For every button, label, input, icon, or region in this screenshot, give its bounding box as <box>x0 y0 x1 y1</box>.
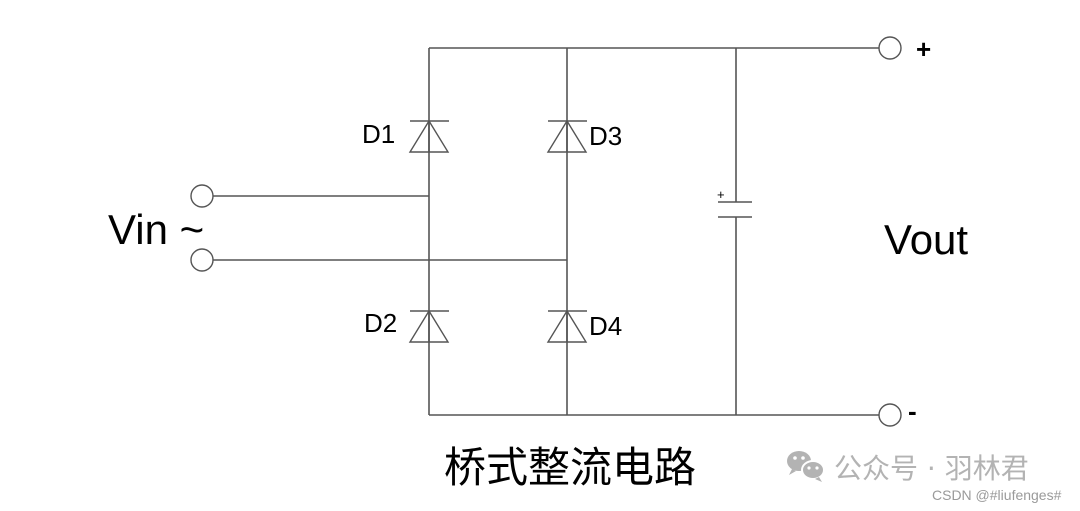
diode-d3-label: D3 <box>589 121 622 151</box>
output-terminal-positive <box>878 36 902 60</box>
diode-d1-label: D1 <box>362 119 395 149</box>
output-positive-sign: + <box>916 34 931 64</box>
capacitor-polarity-label: + <box>717 187 725 202</box>
output-terminal-negative <box>878 403 902 427</box>
diode-d2-label: D2 <box>364 308 397 338</box>
wechat-icon <box>787 451 825 482</box>
diode-d1 <box>408 119 450 153</box>
capacitor: + <box>717 187 752 218</box>
diode-d4 <box>546 309 588 343</box>
watermark-text: 公众号 · 羽林君 <box>834 452 1029 485</box>
input-terminal-2 <box>190 248 214 272</box>
output-negative-sign: - <box>908 396 917 426</box>
diode-d4-label: D4 <box>589 311 622 341</box>
input-terminal-1 <box>190 184 214 208</box>
watermark-source: CSDN @#liufenges# <box>932 487 1062 503</box>
diode-d2 <box>408 309 450 343</box>
output-label: Vout <box>884 216 968 263</box>
diagram-title: 桥式整流电路 <box>444 443 696 492</box>
diode-d3 <box>546 119 588 153</box>
input-label: Vin ~ <box>108 206 204 253</box>
